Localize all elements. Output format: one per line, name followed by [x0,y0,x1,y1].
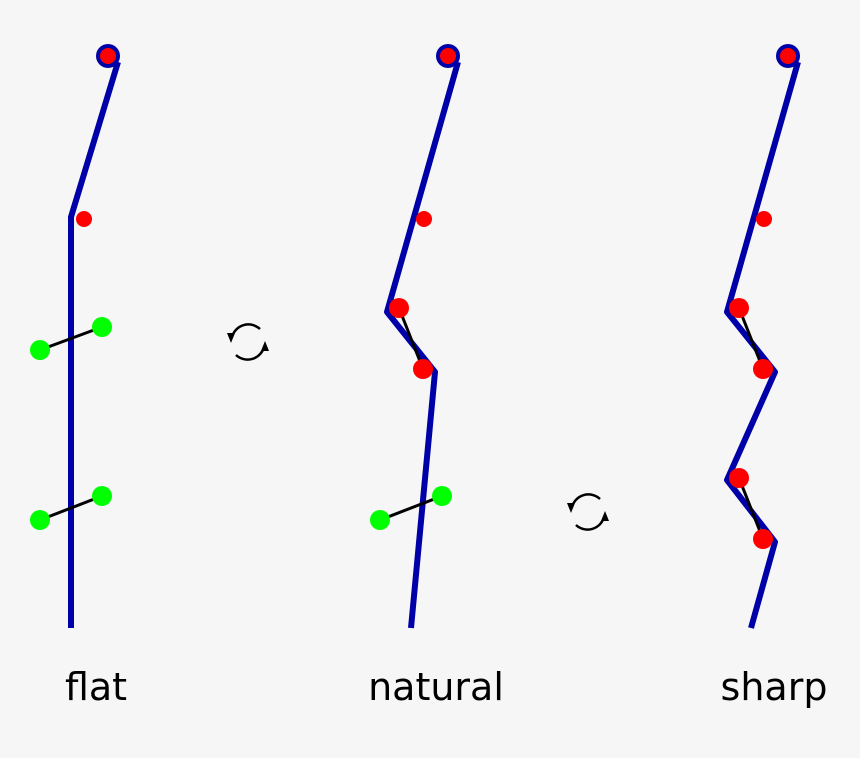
natural-pending-note-a [370,510,390,530]
sharp-note-3a [729,468,749,488]
sharp-link-1 [737,307,765,370]
sharp-link-2 [737,477,765,540]
natural-column: natural [368,44,504,709]
flat-label: flat [65,665,127,709]
cycle-arrows-icon [227,323,269,361]
cycle-arrows-icon [567,493,609,531]
sharp-column: sharp [721,44,828,709]
flat-link-2 [39,494,103,522]
flat-pending-note-2a [30,510,50,530]
flat-start-note [100,48,116,64]
flat-pending-note-1a [30,340,50,360]
natural-note-2b [413,359,433,379]
sharp-start-note [780,48,796,64]
natural-pending-note-b [432,486,452,506]
natural-link-2 [379,494,443,522]
flat-link-1 [39,325,103,352]
sharp-note-2b [753,359,773,379]
flat-column: flat [30,44,127,709]
flat-pending-note-2b [92,486,112,506]
sharp-note-3b [753,529,773,549]
flat-curve [68,61,121,628]
flat-note-1 [76,211,92,227]
sharp-curve [724,61,801,629]
natural-link-1 [397,307,425,370]
sharp-label: sharp [721,665,828,709]
natural-note-1 [416,211,432,227]
natural-curve [384,61,461,629]
natural-label: natural [368,665,504,709]
sharp-note-1 [756,211,772,227]
natural-note-2a [389,298,409,318]
sharp-note-2a [729,298,749,318]
flat-pending-note-1b [92,317,112,337]
natural-start-note [440,48,456,64]
